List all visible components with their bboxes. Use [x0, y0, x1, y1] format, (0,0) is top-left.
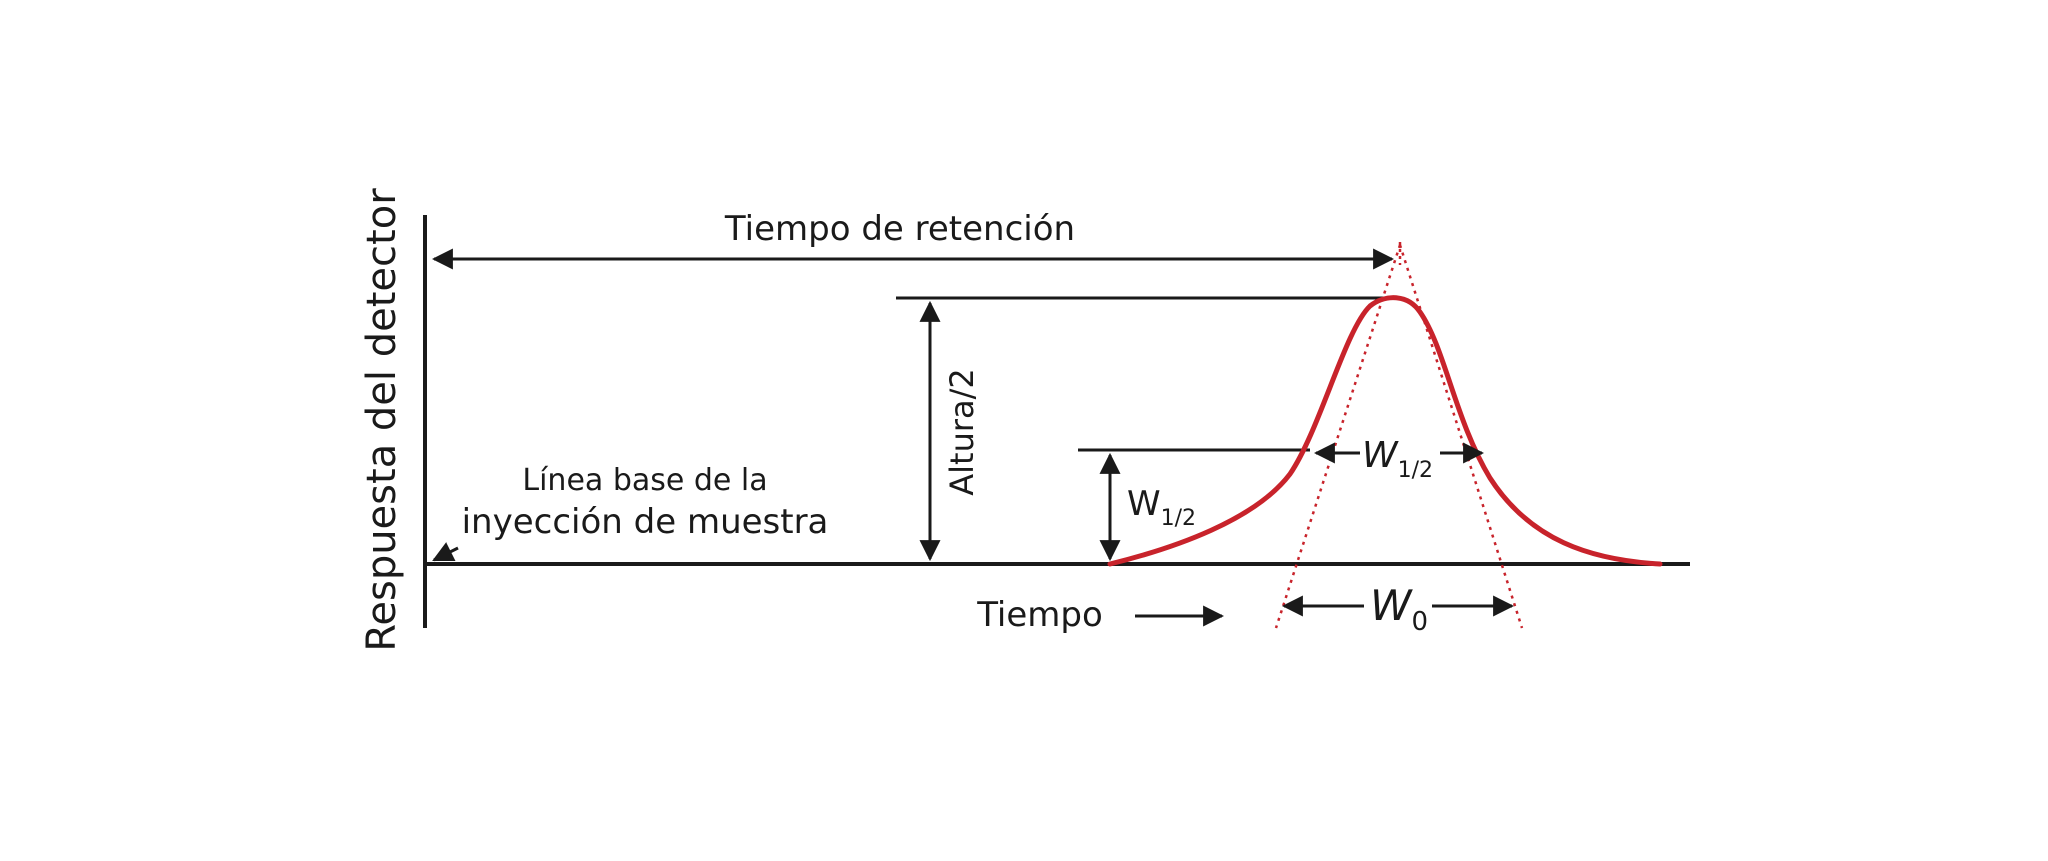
w-half-left-letter: W [1127, 484, 1161, 524]
tangent-right [1398, 244, 1524, 629]
baseline-label-line1: Línea base de la [522, 463, 767, 498]
baseline-pointer [432, 542, 459, 562]
tangent-left [1274, 244, 1402, 629]
w-base-label: W0 [1370, 581, 1428, 637]
retention-time-label: Tiempo de retención [724, 209, 1075, 249]
w-base-subscript: 0 [1412, 607, 1429, 637]
baseline-label-line2: inyección de muestra [462, 502, 829, 542]
y-axis-label: Respuesta del detector [359, 188, 405, 652]
peak-curve [1107, 295, 1663, 567]
w-half-left-subscript: 1/2 [1161, 506, 1196, 531]
w-base-letter: W [1370, 581, 1413, 630]
time-label: Tiempo [976, 595, 1103, 635]
w-half-right-label: W1/2 [1362, 435, 1433, 483]
w-half-left-label: W1/2 [1127, 484, 1196, 531]
w-half-right-letter: W [1362, 435, 1399, 476]
half-height-label: Altura/2 [943, 368, 981, 496]
w-half-right-subscript: 1/2 [1398, 458, 1433, 483]
